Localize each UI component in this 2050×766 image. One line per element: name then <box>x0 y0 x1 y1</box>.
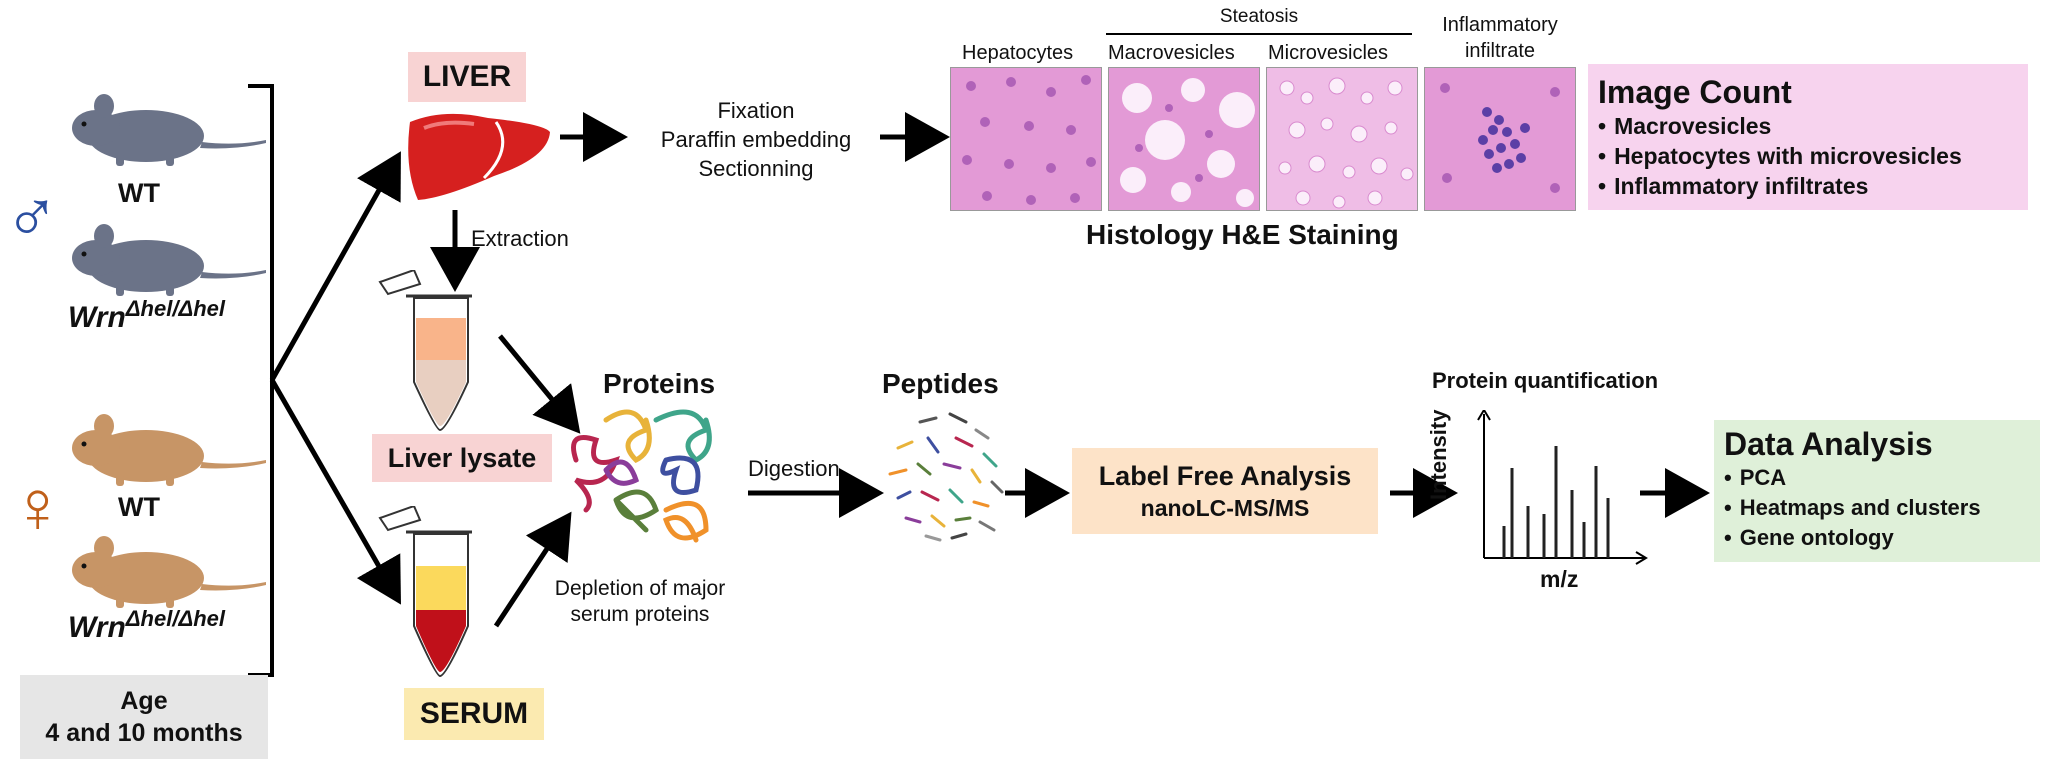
proteins-label: Proteins <box>603 368 716 399</box>
inflammatory-line1: Inflammatory <box>1442 14 1558 36</box>
liver-lysate-tube-icon <box>378 270 472 432</box>
depletion-line1: Depletion of major <box>554 577 726 600</box>
depletion-line2: serum proteins <box>570 603 710 626</box>
arrow-to-serum <box>269 378 401 605</box>
image-count-item: Inflammatory infiltrates <box>1598 171 2028 201</box>
histo-label-macrovesicles: Macrovesicles <box>1108 42 1235 64</box>
fixation-steps: Fixation Paraffin embedding Sectionning <box>626 96 886 183</box>
image-count-item: Hepatocytes with microvesicles <box>1598 141 2028 171</box>
histology-caption: Histology H&E Staining <box>1086 219 1399 250</box>
depletion-label: Depletion of major serum proteins <box>520 576 760 628</box>
spectrum-xlabel: m/z <box>1540 566 1579 592</box>
male-mutant-sup: Δhel/Δhel <box>125 296 226 321</box>
age-box: Age 4 and 10 months <box>20 675 268 759</box>
male-mutant-base: Wrn <box>68 301 126 334</box>
male-wt-label: WT <box>118 178 160 208</box>
digestion-label: Digestion <box>748 456 840 481</box>
male-mutant-label: WrnΔhel/Δhel <box>68 296 225 335</box>
data-analysis-title: Data Analysis <box>1724 426 1933 462</box>
female-mutant-label: WrnΔhel/Δhel <box>68 606 225 645</box>
data-analysis-item: Gene ontology <box>1724 523 2040 553</box>
age-line2: 4 and 10 months <box>45 719 243 747</box>
image-count-list: Macrovesicles Hepatocytes with microvesi… <box>1598 111 2028 201</box>
liver-icon <box>408 113 550 200</box>
female-wt-label: WT <box>118 492 160 522</box>
mass-spectrum-chart <box>1477 410 1648 565</box>
label-free-title: Label Free Analysis <box>1098 461 1352 491</box>
label-free-box: Label Free Analysis nanoLC-MS/MS <box>1072 448 1378 534</box>
fixation-step: Paraffin embedding <box>660 127 852 152</box>
serum-tube-icon <box>378 506 472 678</box>
liver-lysate-label: Liver lysate <box>372 434 552 482</box>
image-count-item: Macrovesicles <box>1598 111 2028 141</box>
mouse-female-wt-icon <box>72 414 266 486</box>
fixation-step: Fixation <box>717 98 795 123</box>
mouse-male-mutant-icon <box>72 224 266 296</box>
arrow-lysate-proteins <box>498 334 581 434</box>
peptides-icon <box>888 412 1004 542</box>
label-free-subtitle: nanoLC-MS/MS <box>1140 495 1310 521</box>
histo-label-inflammatory: Inflammatory infiltrate <box>1420 12 1580 64</box>
extraction-label: Extraction <box>471 226 569 251</box>
protein-quant-label: Protein quantification <box>1432 368 1659 393</box>
histo-label-hepatocytes: Hepatocytes <box>962 42 1074 64</box>
histology-macrovesicles-image <box>1108 67 1260 211</box>
age-line1: Age <box>120 687 168 715</box>
proteins-icon <box>571 409 712 543</box>
female-mutant-sup: Δhel/Δhel <box>125 606 226 631</box>
data-analysis-box: Data Analysis PCA Heatmaps and clusters … <box>1714 420 2040 562</box>
arrow-serum-proteins <box>493 511 572 628</box>
histology-hepatocytes-image <box>950 67 1102 211</box>
histo-label-microvesicles: Microvesicles <box>1268 42 1389 64</box>
peptides-label: Peptides <box>882 368 999 399</box>
inflammatory-line2: infiltrate <box>1464 40 1536 62</box>
female-symbol-icon: ♀ <box>10 465 66 548</box>
spectrum-ylabel: Intensity <box>1426 409 1451 500</box>
liver-label: LIVER <box>408 52 526 102</box>
steatosis-label: Steatosis <box>1219 6 1299 27</box>
image-count-title: Image Count <box>1598 74 1792 110</box>
serum-label: SERUM <box>404 688 544 740</box>
fixation-step: Sectionning <box>698 156 814 181</box>
data-analysis-list: PCA Heatmaps and clusters Gene ontology <box>1724 463 2040 553</box>
female-mutant-base: Wrn <box>68 611 126 644</box>
male-symbol-icon: ♂ <box>4 175 60 258</box>
image-count-box: Image Count Macrovesicles Hepatocytes wi… <box>1588 64 2028 210</box>
data-analysis-item: Heatmaps and clusters <box>1724 493 2040 523</box>
histology-inflammatory-image <box>1424 67 1576 211</box>
data-analysis-item: PCA <box>1724 463 2040 493</box>
mouse-female-mutant-icon <box>72 536 266 608</box>
arrow-to-liver <box>269 151 401 382</box>
mouse-male-wt-icon <box>72 94 266 166</box>
histology-microvesicles-image <box>1266 67 1418 211</box>
